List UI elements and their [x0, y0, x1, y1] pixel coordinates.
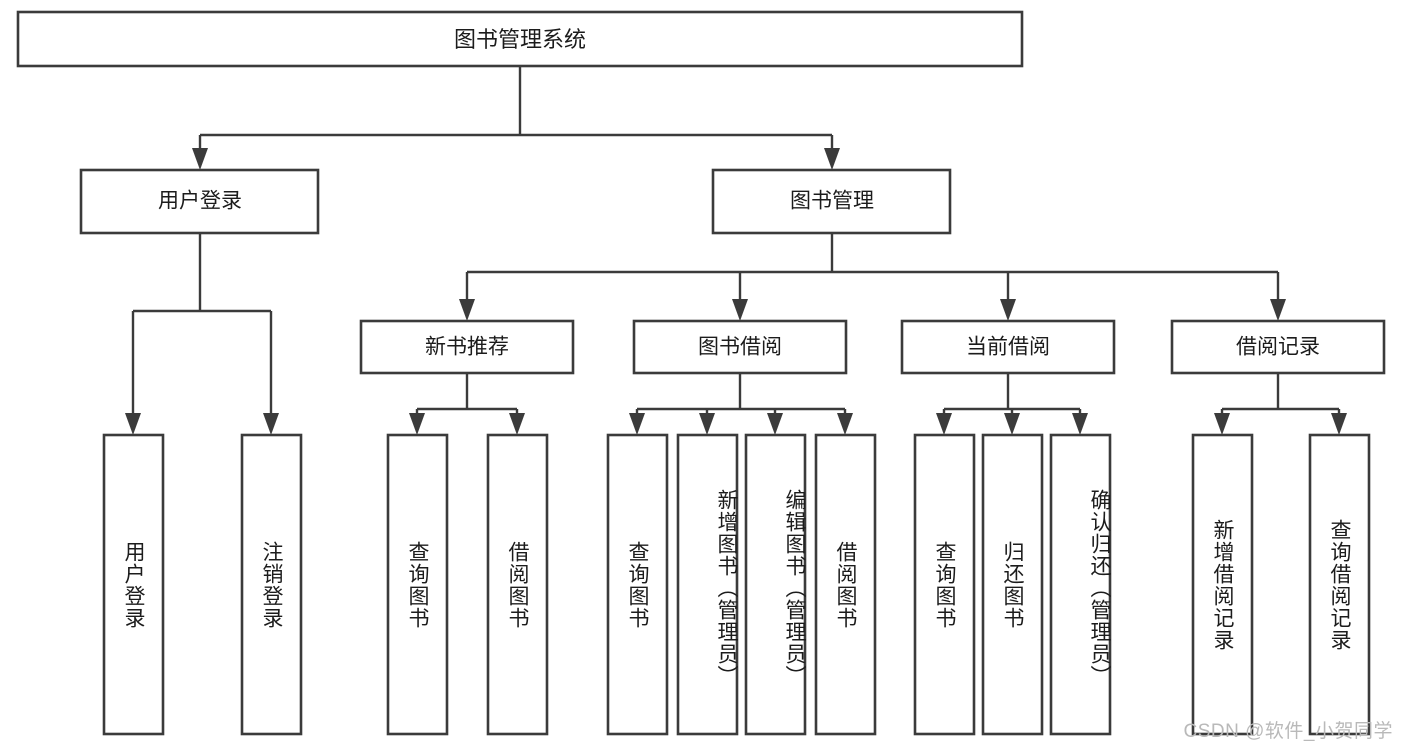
- arrow-query-book-3: [936, 413, 952, 435]
- arrow-leaf-user-login: [125, 413, 141, 435]
- node-leaf-query-record-box[interactable]: [1308, 433, 1371, 736]
- arrow-current-borrow: [1000, 299, 1016, 321]
- node-book-borrow-label: 图书借阅: [698, 336, 782, 359]
- node-leaf-borrow-book-1-box[interactable]: [486, 433, 549, 736]
- arrow-borrow-book-1: [509, 413, 525, 435]
- arrow-book-manage: [824, 148, 840, 170]
- arrow-add-book: [699, 413, 715, 435]
- leaf-box-layer: [102, 433, 1371, 736]
- node-leaf-return-book-box[interactable]: [981, 433, 1044, 736]
- node-leaf-add-record-box[interactable]: [1191, 433, 1254, 736]
- node-leaf-borrow-book-2-box[interactable]: [814, 433, 877, 736]
- node-borrow-record-label: 借阅记录: [1236, 336, 1320, 359]
- node-book-manage[interactable]: 图书管理: [711, 168, 952, 235]
- edge-layer: [125, 66, 1347, 435]
- arrow-new-book-recommend: [459, 299, 475, 321]
- node-new-book-recommend-box[interactable]: [359, 319, 575, 375]
- node-new-book-recommend[interactable]: 新书推荐: [359, 319, 575, 375]
- node-book-borrow-box[interactable]: [632, 319, 848, 375]
- arrow-add-record: [1214, 413, 1230, 435]
- arrow-book-borrow: [732, 299, 748, 321]
- node-root-box[interactable]: [16, 10, 1024, 68]
- arrow-borrow-record: [1270, 299, 1286, 321]
- node-user-login[interactable]: 用户登录: [79, 168, 320, 235]
- node-user-login-box[interactable]: [79, 168, 320, 235]
- node-layer: 图书管理系统 用户登录 图书管理 新书推荐 图书借阅 当前: [16, 10, 1386, 736]
- node-leaf-user-login-box[interactable]: [102, 433, 165, 736]
- arrow-user-login: [192, 148, 208, 170]
- node-leaf-confirm-return-box[interactable]: [1049, 433, 1112, 736]
- node-book-borrow[interactable]: 图书借阅: [632, 319, 848, 375]
- arrow-query-record: [1331, 413, 1347, 435]
- node-root[interactable]: 图书管理系统: [16, 10, 1024, 68]
- arrow-return-book: [1004, 413, 1020, 435]
- arrow-confirm-return: [1072, 413, 1088, 435]
- node-leaf-query-book-1-box[interactable]: [386, 433, 449, 736]
- node-book-manage-label: 图书管理: [790, 190, 874, 213]
- node-leaf-logout-login-box[interactable]: [240, 433, 303, 736]
- node-leaf-add-book-box[interactable]: [676, 433, 739, 736]
- node-current-borrow-box[interactable]: [900, 319, 1116, 375]
- node-current-borrow-label: 当前借阅: [966, 336, 1050, 359]
- node-leaf-query-book-3-box[interactable]: [913, 433, 976, 736]
- node-borrow-record-box[interactable]: [1170, 319, 1386, 375]
- arrow-leaf-logout: [263, 413, 279, 435]
- node-leaf-edit-book-box[interactable]: [744, 433, 807, 736]
- node-current-borrow[interactable]: 当前借阅: [900, 319, 1116, 375]
- arrow-query-book-2: [629, 413, 645, 435]
- node-borrow-record[interactable]: 借阅记录: [1170, 319, 1386, 375]
- node-book-manage-box[interactable]: [711, 168, 952, 235]
- arrow-query-book-1: [409, 413, 425, 435]
- node-new-book-recommend-label: 新书推荐: [425, 336, 509, 359]
- csdn-watermark: CSDN @软件_小贺同学: [1183, 721, 1393, 742]
- node-root-label: 图书管理系统: [454, 27, 586, 52]
- arrow-edit-book: [767, 413, 783, 435]
- node-leaf-query-book-2-box[interactable]: [606, 433, 669, 736]
- arrow-borrow-book-2: [837, 413, 853, 435]
- node-user-login-label: 用户登录: [158, 190, 242, 213]
